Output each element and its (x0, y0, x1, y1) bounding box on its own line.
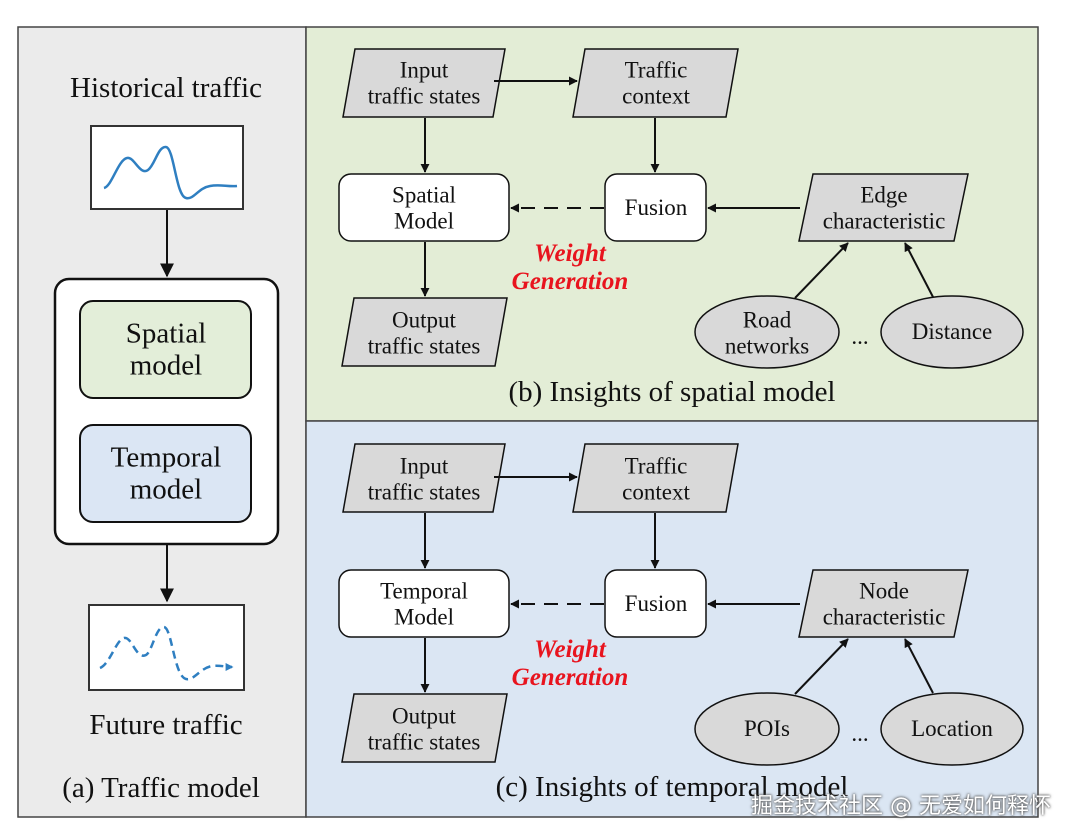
arrow-road-to-edge (794, 242, 849, 299)
fusion-b-label: Fusion (624, 195, 688, 221)
pois-label: POIs (743, 716, 791, 742)
ellipsis-c: ... (851, 721, 869, 747)
arrow-distance-to-edge (904, 242, 934, 298)
fusion-c-label: Fusion (624, 591, 688, 617)
input-traffic-states-c (342, 443, 506, 513)
caption-b: (b) Insights of spatial model (508, 375, 836, 408)
historical-traffic-chart (90, 125, 244, 210)
location-label: Location (911, 716, 993, 742)
node-characteristic (798, 569, 969, 638)
distance-label: Distance (911, 319, 993, 345)
future-traffic-chart (88, 604, 245, 691)
pois-ellipse (694, 692, 840, 766)
spatial-model-node (338, 173, 510, 242)
fusion-node-b (604, 173, 707, 242)
historical-curve (103, 145, 238, 200)
future-curve (99, 625, 234, 681)
watermark: 掘金技术社区 @ 无爱如何释怀 (751, 794, 1051, 819)
edge-characteristic (798, 173, 969, 242)
input-traffic-states-b (342, 48, 506, 118)
arrow-pois-to-node (794, 638, 849, 695)
traffic-context-c (572, 443, 739, 513)
future-traffic-label: Future traffic (89, 708, 243, 741)
distance-ellipse (880, 295, 1024, 369)
arrow-location-to-node (904, 638, 934, 694)
fusion-node-c (604, 569, 707, 638)
ellipsis-b: ... (851, 324, 869, 350)
temporal-model-node (338, 569, 510, 638)
spatial-model-box (79, 300, 252, 399)
traffic-context-b (572, 48, 739, 118)
output-traffic-states-b (341, 297, 508, 367)
location-ellipse (880, 692, 1024, 766)
output-traffic-states-c (341, 693, 508, 763)
caption-c: (c) Insights of temporal model (495, 770, 849, 803)
caption-a: (a) Traffic model (62, 771, 260, 804)
temporal-model-box (79, 424, 252, 523)
historical-traffic-label: Historical traffic (70, 71, 262, 104)
road-networks-ellipse (694, 295, 840, 369)
